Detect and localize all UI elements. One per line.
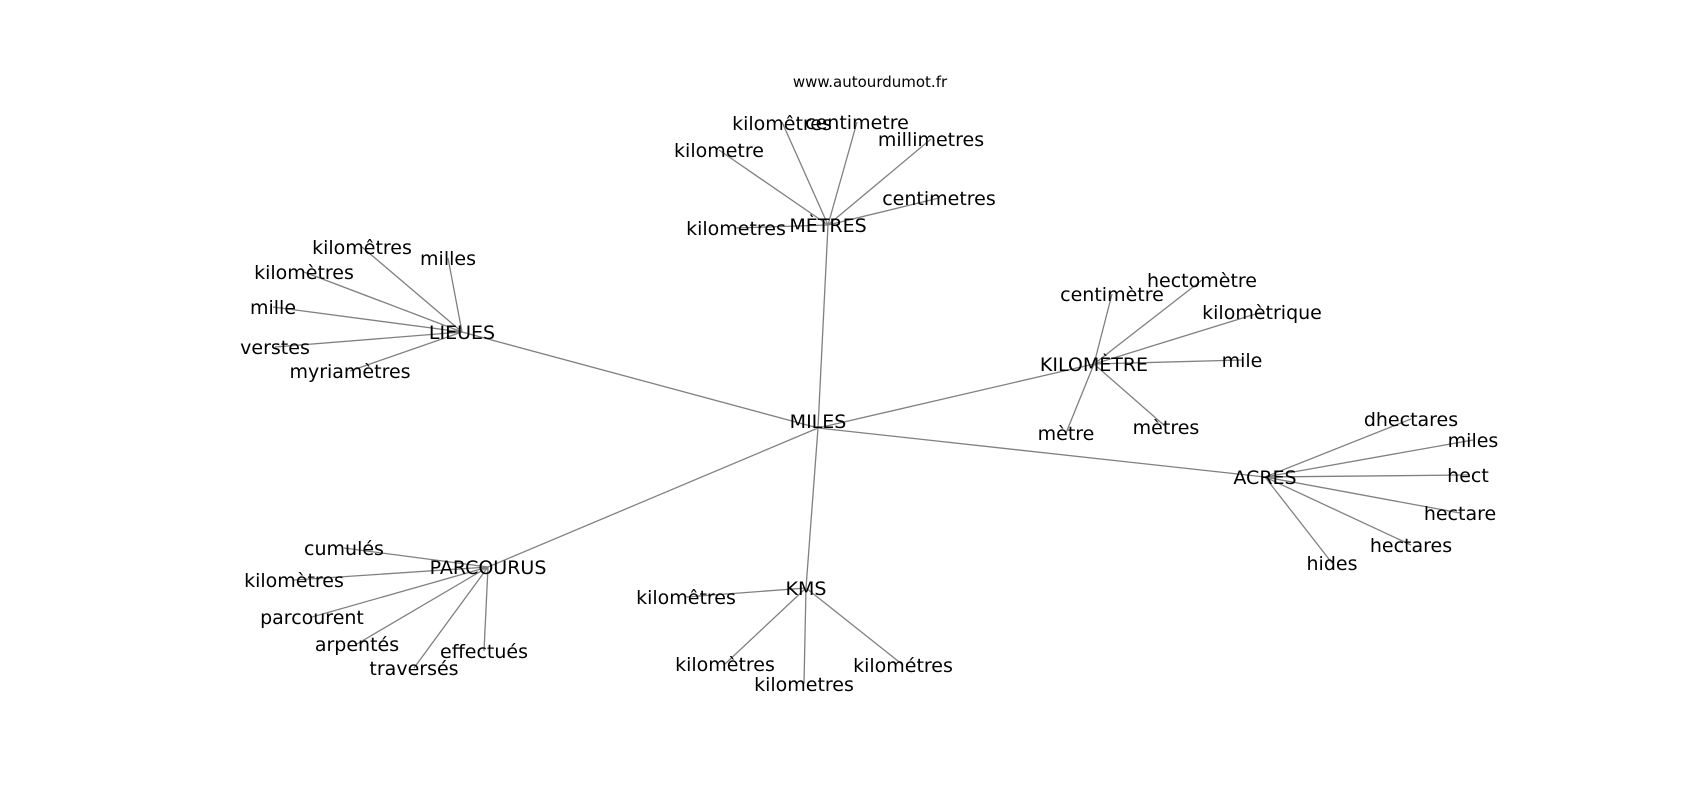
edge-acres-a_miles bbox=[1264, 439, 1474, 478]
edge-metres-m_kilometres bbox=[735, 224, 829, 229]
edge-metres-m_millimetres bbox=[827, 138, 932, 226]
node-acres-dhectares[interactable]: dhectares bbox=[1364, 409, 1458, 431]
node-parcourus-traverses[interactable]: traversés bbox=[369, 658, 458, 680]
edge-miles_c-lieues bbox=[461, 331, 819, 429]
node-lieues-mille[interactable]: mille bbox=[250, 297, 296, 319]
edge-miles_c-parcourus bbox=[487, 427, 819, 568]
node-kilometre-metre[interactable]: mètre bbox=[1038, 423, 1095, 445]
edge-metres-m_centimetres bbox=[827, 197, 940, 226]
node-labels: MILES MÈTRES LIEUES KILOMÈTRE ACRES PARC… bbox=[240, 112, 1498, 696]
node-kms-kilometres-plain[interactable]: kilometres bbox=[754, 674, 854, 696]
node-parcourus[interactable]: PARCOURUS bbox=[430, 557, 547, 579]
edge-miles_c-kilometre bbox=[817, 363, 1095, 429]
edge-acres-a_hectares bbox=[1264, 476, 1412, 546]
node-kms[interactable]: KMS bbox=[786, 578, 827, 600]
edge-parcourus-p_arpentes bbox=[356, 566, 489, 645]
node-miles[interactable]: MILES bbox=[790, 411, 847, 433]
node-metres[interactable]: MÈTRES bbox=[789, 214, 866, 237]
edge-lieues-l_kilometres_grave bbox=[303, 271, 463, 333]
node-metres-kilometres-circ[interactable]: kilomêtres bbox=[732, 113, 832, 135]
edge-parcourus-p_kilometres bbox=[293, 566, 489, 581]
node-kms-kilometres-circ[interactable]: kilomêtres bbox=[636, 587, 736, 609]
node-lieues[interactable]: LIEUES bbox=[429, 322, 495, 344]
edge-acres-a_dhectares bbox=[1264, 418, 1412, 478]
edge-kilometre-k_centimetre bbox=[1093, 293, 1113, 365]
edge-parcourus-p_effectues bbox=[483, 566, 489, 652]
node-metres-kilometre[interactable]: kilometre bbox=[674, 140, 764, 162]
node-acres-miles[interactable]: miles bbox=[1448, 430, 1499, 452]
node-acres-hectare[interactable]: hectare bbox=[1424, 503, 1496, 525]
edge-acres-a_hectare bbox=[1264, 476, 1461, 514]
edge-kilometre-k_metres bbox=[1093, 363, 1167, 428]
node-lieues-milles[interactable]: milles bbox=[420, 248, 476, 270]
node-lieues-kilometres-grave[interactable]: kilomètres bbox=[254, 262, 354, 284]
edge-lieues-l_kilometres_circ bbox=[361, 246, 463, 333]
edge-miles_c-metres bbox=[817, 224, 829, 429]
edge-miles_c-acres bbox=[817, 427, 1266, 478]
node-parcourus-cumules[interactable]: cumulés bbox=[304, 538, 384, 560]
node-metres-centimetre[interactable]: centimetre bbox=[805, 112, 909, 134]
node-kilometre-kilometrique[interactable]: kilomètrique bbox=[1202, 302, 1322, 324]
edge-kilometre-k_mile bbox=[1093, 359, 1243, 365]
edge-metres-m_centimetre bbox=[827, 121, 858, 226]
node-parcourus-arpentes[interactable]: arpentés bbox=[315, 634, 399, 656]
edge-acres-a_hides bbox=[1264, 476, 1333, 564]
node-kilometre[interactable]: KILOMÈTRE bbox=[1040, 353, 1148, 376]
edge-kms-s_kilometres bbox=[724, 587, 807, 665]
node-parcourus-effectues[interactable]: effectués bbox=[440, 641, 528, 663]
edge-miles_c-kms bbox=[805, 427, 819, 589]
edge-kms-s_kilometres_acute bbox=[805, 587, 904, 666]
edge-parcourus-p_cumules bbox=[343, 547, 489, 568]
watermark: www.autourdumot.fr bbox=[793, 73, 948, 91]
node-metres-kilometres[interactable]: kilometres bbox=[686, 218, 786, 240]
edge-kms-s_kilometres_plain bbox=[803, 587, 807, 685]
node-kms-kilometres-acute[interactable]: kilométres bbox=[853, 655, 953, 677]
node-kilometre-centimetre[interactable]: centimètre bbox=[1060, 284, 1164, 306]
node-acres-hectares[interactable]: hectares bbox=[1370, 535, 1452, 557]
edge-lieues-l_mille bbox=[272, 306, 463, 333]
edge-kilometre-k_metre bbox=[1065, 363, 1095, 434]
node-lieues-myriametres[interactable]: myriamètres bbox=[289, 361, 410, 383]
edge-metres-m_kilometres_circ bbox=[781, 121, 829, 226]
edge-parcourus-p_traverses bbox=[413, 566, 489, 669]
node-lieues-kilometres-circ[interactable]: kilomêtres bbox=[312, 237, 412, 259]
edge-lieues-l_myriametres bbox=[349, 331, 463, 372]
edges bbox=[272, 121, 1474, 685]
node-kms-kilometres[interactable]: kilomètres bbox=[675, 654, 775, 676]
edge-kms-s_kilometres_circ bbox=[685, 587, 807, 598]
node-parcourus-parcourent[interactable]: parcourent bbox=[260, 607, 364, 629]
edge-acres-a_hect bbox=[1264, 474, 1469, 478]
node-parcourus-kilometres[interactable]: kilomètres bbox=[244, 570, 344, 592]
edge-kilometre-k_kilometrique bbox=[1093, 311, 1263, 365]
node-lieues-verstes[interactable]: verstes bbox=[240, 337, 310, 359]
node-kilometre-metres[interactable]: mètres bbox=[1133, 417, 1200, 439]
node-acres[interactable]: ACRES bbox=[1233, 467, 1296, 489]
edge-lieues-l_verstes bbox=[274, 331, 463, 348]
edge-lieues-l_milles bbox=[447, 257, 463, 333]
node-acres-hect[interactable]: hect bbox=[1447, 465, 1489, 487]
node-acres-hides[interactable]: hides bbox=[1307, 553, 1358, 575]
edge-kilometre-k_hectometre bbox=[1093, 279, 1203, 365]
edge-metres-m_kilometre bbox=[718, 149, 829, 226]
node-kilometre-mile[interactable]: mile bbox=[1222, 350, 1263, 372]
node-metres-centimetres[interactable]: centimetres bbox=[882, 188, 996, 210]
node-metres-millimetres[interactable]: millimetres bbox=[878, 129, 984, 151]
edge-parcourus-p_parcourent bbox=[311, 566, 489, 618]
node-kilometre-hectometre[interactable]: hectomètre bbox=[1147, 270, 1257, 292]
